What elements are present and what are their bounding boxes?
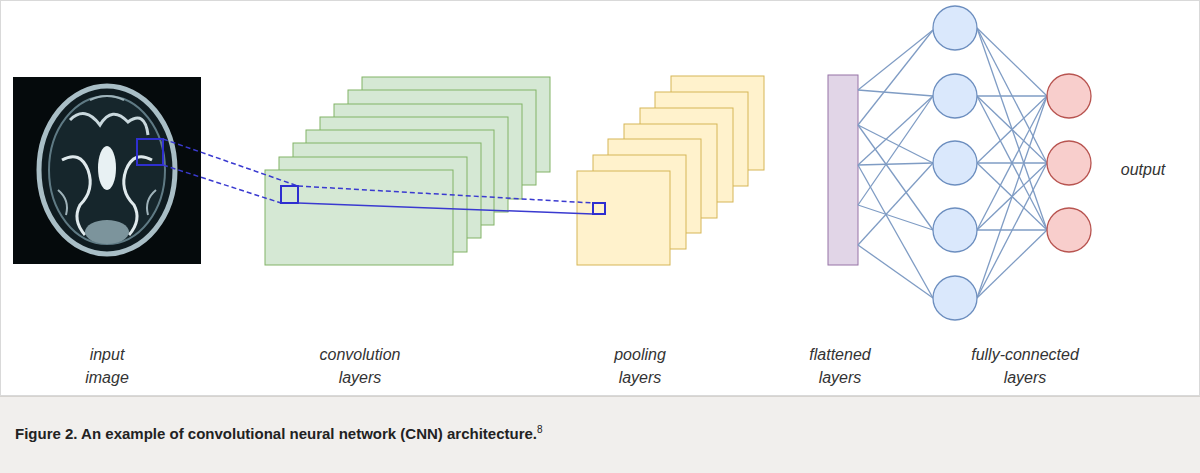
pool-patch [593,203,605,214]
connection-group [858,30,933,298]
output-neuron [1047,74,1091,118]
connection-line [858,96,933,165]
connection-line [977,28,1047,163]
stage-label: input image [72,343,142,389]
connection-line [858,90,933,96]
brain-outline [49,96,165,244]
hidden-neuron [933,74,977,118]
mri-image [13,77,201,264]
hidden-neuron [933,276,977,320]
receptive-field [137,139,163,165]
connection-line [858,125,933,230]
conv-patch [281,186,298,203]
reference-number: 8 [537,424,543,435]
connection-line [858,163,933,245]
brain-gyri [62,157,90,235]
output-neuron [1047,141,1091,185]
projection-line [298,186,593,203]
projection-line [298,203,593,214]
connection-group [977,28,1047,298]
cerebellum [85,220,129,244]
stage-label: pooling layers [600,343,680,389]
connection-line [858,245,933,298]
connection-line [977,28,1047,230]
figure-caption: Figure 2. An example of convolutional ne… [15,425,537,442]
output-neuron [1047,208,1091,252]
connection-line [977,96,1047,163]
brain-gyri [58,96,156,215]
caption-row: Figure 2. An example of convolutional ne… [15,424,543,442]
projection-line [163,139,298,186]
connection-line [858,30,933,125]
brain-gyri [124,157,152,235]
connection-line [977,96,1047,298]
stage-label: flattened layers [800,343,880,389]
projection-line [163,165,281,203]
pooled-map [577,171,670,265]
connection-line [858,96,933,205]
ventricle [98,146,116,190]
connection-line [977,28,1047,96]
connection-line [858,163,933,165]
connection-line [858,205,933,230]
connection-line [858,30,933,90]
flattened-vector [828,75,858,265]
connection-line [977,96,1047,230]
stage-label: output [1098,158,1188,181]
stage-label: fully-connected layers [955,343,1095,389]
stage-label: convolution layers [305,343,415,389]
connection-line [858,165,933,298]
connection-line [977,95,1047,96]
connection-line [977,96,1047,230]
hidden-neuron [933,141,977,185]
hidden-neuron [933,208,977,252]
connection-line [977,96,1047,163]
skull-outline [39,86,175,254]
connection-line [977,230,1047,298]
connection-line [977,163,1047,298]
hidden-neuron [933,6,977,50]
brain-gyri [70,114,148,135]
